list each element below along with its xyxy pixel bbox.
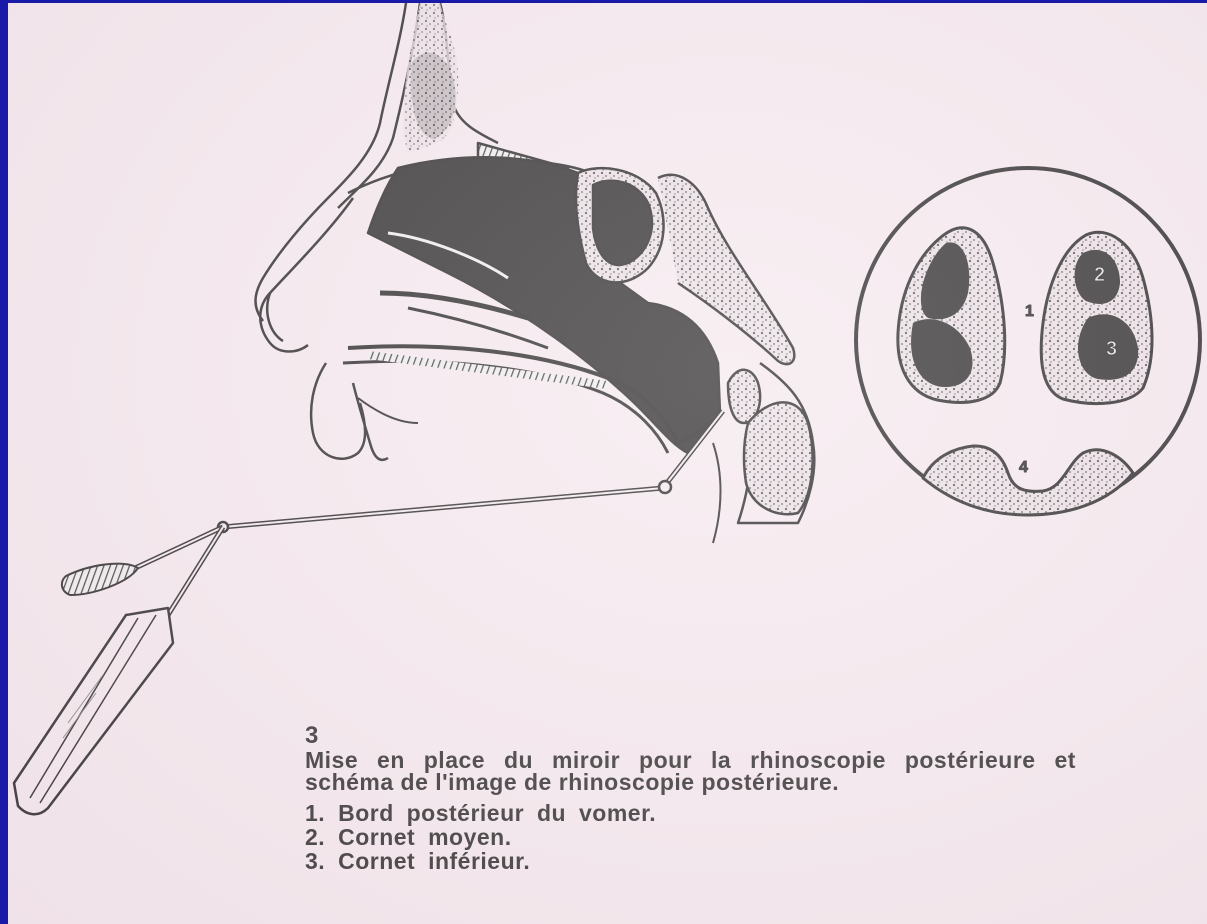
inset-label-4: 4 xyxy=(1019,459,1028,476)
inset-label-3: 3 xyxy=(1106,338,1117,360)
figure-number: 3 xyxy=(305,725,1205,747)
legend-text: Bord postérieur du vomer. xyxy=(338,800,656,826)
legend-item: 2. Cornet moyen. xyxy=(305,825,1205,849)
legend-number: 2. xyxy=(305,824,325,850)
inset-label-2: 2 xyxy=(1094,264,1105,286)
legend-item: 3. Cornet inférieur. xyxy=(305,849,1205,873)
page: 1 2 3 4 3 Mise en place du miroir pour l… xyxy=(8,3,1207,924)
figure-caption: 3 Mise en place du miroir pour la rhinos… xyxy=(305,725,1205,873)
legend-text: Cornet inférieur. xyxy=(338,848,530,874)
legend-item: 1. Bord postérieur du vomer. xyxy=(305,801,1205,825)
posterior-rhinoscopy-inset: 1 2 3 4 xyxy=(856,168,1200,515)
legend-number: 3. xyxy=(305,848,325,874)
inset-label-1: 1 xyxy=(1025,303,1034,320)
legend-number: 1. xyxy=(305,800,325,826)
figure-description-line-2: schéma de l'image de rhinoscopie postéri… xyxy=(305,771,1205,793)
legend-text: Cornet moyen. xyxy=(338,824,512,850)
nasal-sagittal-section xyxy=(256,3,815,543)
figure-description-line-1: Mise en place du miroir pour la rhinosco… xyxy=(305,749,1205,771)
